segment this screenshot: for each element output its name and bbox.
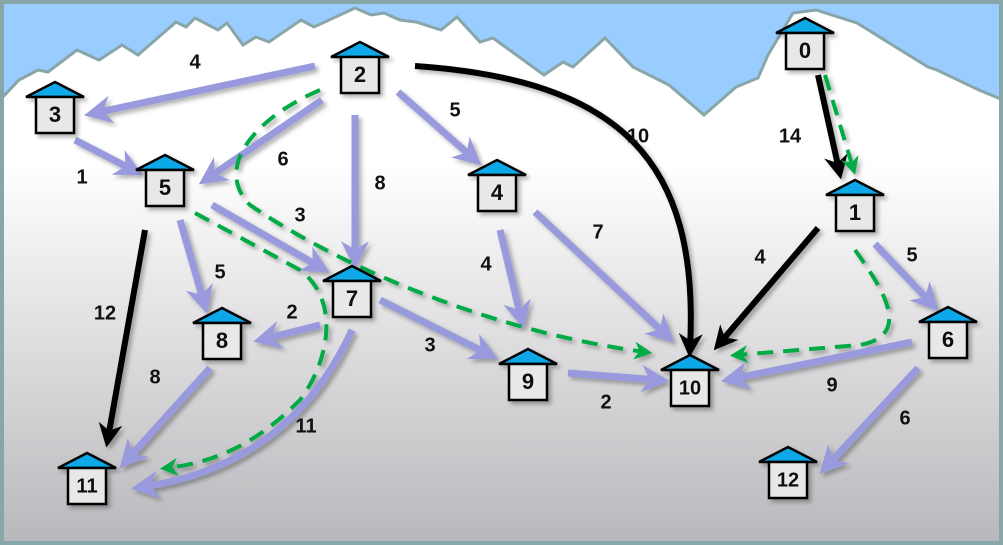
edge-7-to-11 [130,328,356,499]
edge-5-to-8 [176,219,213,314]
edge-4-to-10 [532,209,675,343]
edge-weight-5-to-7: 3 [294,204,305,226]
edge-2-to-5 [198,97,324,185]
house-box [34,95,76,135]
node-label: 4 [491,180,504,205]
edge-weight-2-to-4: 5 [449,99,460,121]
edge-weight-3-to-5: 1 [76,166,87,188]
house-box [144,168,186,208]
house-box [331,279,373,319]
edge-weight-2-to-7: 8 [374,172,385,194]
edge-2-to-10 [414,63,703,358]
node-10[interactable]: 10 [660,353,720,408]
edge-7-to-9 [378,296,499,360]
edge-5-to-11 [98,229,148,448]
edge-weight-6-to-10: 9 [826,374,837,396]
node-7[interactable]: 7 [322,264,382,319]
node-label: 2 [354,62,366,87]
edge-weight-9-to-10: 2 [600,391,611,413]
edge-1-to-10 [713,226,821,351]
edge-7-to-8 [253,321,321,349]
edge-weight-5-to-11: 12 [94,302,116,324]
edge-weight-2-to-5: 6 [277,148,288,170]
edge-weight-7-to-9: 3 [424,334,435,356]
edge-weight-5-to-8: 5 [214,261,225,283]
edge-2-to-3 [84,62,316,124]
house-box [201,321,243,361]
node-0[interactable]: 0 [775,16,835,71]
house-box [927,320,969,360]
house-box [507,362,549,402]
edge-9-to-10 [567,364,670,393]
node-label: 11 [76,475,97,497]
node-label: 9 [522,369,534,394]
node-label: 6 [942,327,954,352]
node-8[interactable]: 8 [192,306,252,361]
edge-0-to-1 [815,74,848,180]
node-label: 7 [346,286,358,311]
edge-6-to-12 [819,365,921,475]
house-box [339,55,381,95]
edge-weight-8-to-11: 8 [149,366,160,388]
node-label: 5 [159,175,171,200]
edge-weight-1-to-10: 4 [754,246,766,268]
edge-weight-1-to-6: 5 [906,244,917,266]
edge-weight-0-to-1: 14 [779,125,802,147]
edge-weight-2-to-3: 4 [189,51,201,73]
shortest-path-segment [729,248,892,364]
edge-weight-4-to-10: 7 [592,221,603,243]
node-9[interactable]: 9 [498,347,558,402]
node-11[interactable]: 11 [57,451,117,506]
node-12[interactable]: 12 [758,445,818,500]
node-label: 0 [799,38,811,63]
node-1[interactable]: 1 [825,178,885,233]
node-label: 12 [777,469,799,491]
node-label: 1 [849,200,861,225]
house-box [834,193,876,233]
node-2[interactable]: 2 [330,40,390,95]
house-box [784,31,826,71]
edge-weight-6-to-12: 6 [899,407,910,429]
shortest-path-segment [823,74,859,175]
node-3[interactable]: 3 [25,80,85,135]
house-box [66,466,108,506]
node-6[interactable]: 6 [918,305,978,360]
node-label: 3 [49,102,61,127]
sky [0,0,1003,115]
node-5[interactable]: 5 [135,153,195,208]
house-box [476,173,518,213]
mountain-ridge [0,6,1003,117]
node-label: 8 [216,328,228,353]
edge-3-to-5 [73,136,143,176]
shortest-path-segment [159,211,329,476]
edge-1-to-6 [872,241,939,312]
edge-weight-7-to-11: 11 [295,415,316,437]
node-4[interactable]: 4 [467,158,527,213]
edge-weight-7-to-8: 2 [286,301,297,323]
edge-weight-2-to-10: 10 [627,125,649,147]
edge-8-to-11 [119,365,213,469]
edge-weight-4-to-9: 4 [480,253,492,275]
house-box [669,368,711,408]
edge-5-to-7 [210,201,330,273]
node-label: 10 [679,377,701,399]
shortest-path-segment [234,88,653,360]
edge-2-to-4 [395,89,482,166]
edge-4-to-9 [496,229,531,329]
edge-6-to-10 [721,338,913,390]
house-box [767,460,809,500]
